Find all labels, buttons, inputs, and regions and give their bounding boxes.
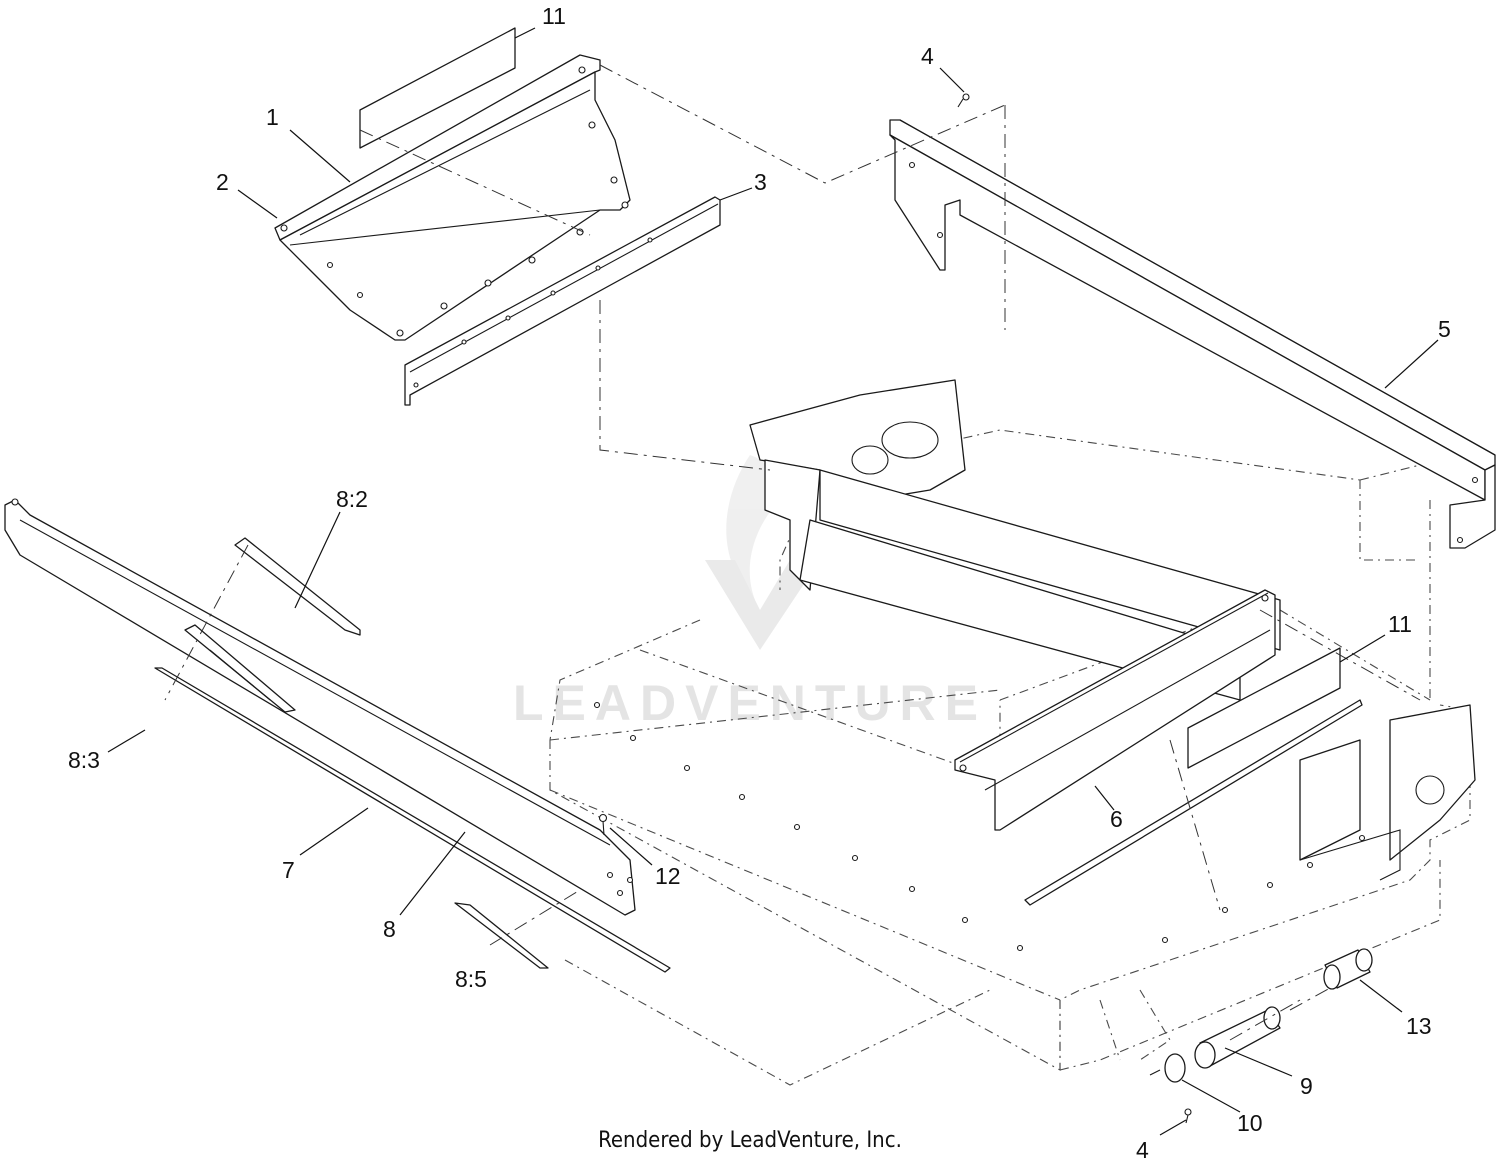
callout-1: 1	[266, 104, 279, 130]
part-8-inner-plate	[184, 624, 296, 713]
callout-13: 13	[1406, 1013, 1432, 1039]
callout-3: 3	[754, 169, 767, 195]
part-7-trim-strip	[154, 667, 671, 973]
part-9-tube	[1194, 1006, 1281, 1069]
part-11-decal-lower	[1187, 647, 1341, 769]
callout-12: 12	[655, 863, 681, 889]
callout-8: 8	[383, 916, 396, 942]
part-8-5-plate	[454, 902, 549, 969]
callout-11-upper: 11	[542, 3, 566, 29]
part-13-sleeve	[1323, 948, 1373, 990]
part-8-side-panel	[4, 498, 636, 916]
callout-11-lower: 11	[1388, 611, 1412, 637]
part-10-clamp	[1149, 1053, 1186, 1083]
part-11-decal-upper	[359, 27, 516, 149]
part-4-upper-screw	[957, 93, 970, 108]
callout-2: 2	[216, 169, 229, 195]
lower-right-blade	[1024, 699, 1363, 906]
part-5-rear-crossbar	[889, 119, 1496, 549]
part-8-2-plate	[234, 537, 361, 636]
part-4-lower-screw	[1184, 1108, 1192, 1124]
callout-8-5: 8:5	[455, 966, 487, 992]
frame-structure	[749, 379, 1476, 881]
callout-5: 5	[1438, 316, 1451, 342]
callout-4-upper: 4	[921, 43, 934, 69]
assembly-lines	[164, 64, 1421, 1041]
callout-labels: 11 1 2 3 4 5 8:2 8:3 7 8 8:5 12 11 6 13 …	[68, 3, 1451, 1163]
callout-8-3: 8:3	[68, 747, 100, 773]
watermark-text: LEADVENTURE	[513, 675, 987, 731]
leader-lines	[107, 27, 1439, 1136]
callout-8-2: 8:2	[336, 486, 368, 512]
callout-4-lower: 4	[1136, 1137, 1149, 1163]
part-12-bolt	[598, 813, 608, 836]
callout-9: 9	[1300, 1073, 1313, 1099]
callout-6: 6	[1110, 806, 1123, 832]
part-1-deflector	[274, 54, 631, 341]
callout-10: 10	[1237, 1110, 1263, 1136]
part-3-strip	[404, 196, 721, 406]
rendered-by-footer: Rendered by LeadVenture, Inc.	[598, 1128, 902, 1153]
part-6-right-deflector	[954, 589, 1276, 831]
callout-7: 7	[282, 857, 295, 883]
deck-fasteners	[593, 701, 1366, 952]
